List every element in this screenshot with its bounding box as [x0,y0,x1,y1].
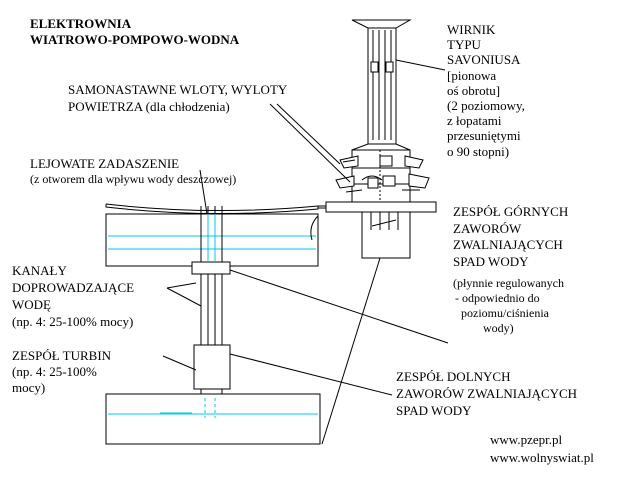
label-savonius-rotor: WIRNIK TYPU SAVONIUSA [pionowa oś obrotu… [447,22,525,159]
upper-valves-note-3: poziomu/ciśnienia [461,306,549,320]
upper-reservoir [105,213,319,267]
savonius-line-2: TYPU [447,37,481,53]
upper-valves-line-3: ZWALNIAJĄCYCH [453,237,563,252]
lower-valves-line-2: ZAWORÓW ZWALNIAJĄCYCH [396,386,578,401]
label-turbines: ZESPÓŁ TURBIN (np. 4: 25-100% mocy) [12,348,111,396]
savonius-rotor [351,19,412,151]
lower-valves-line-3: SPAD WODY [396,403,472,418]
label-funnel-roof: LEJOWATE ZADASZENIE (z otworem dla wpływ… [30,155,236,186]
turbines-line-1: ZESPÓŁ TURBIN [12,348,112,363]
savonius-line-4: [pionowa [447,67,497,83]
label-lower-valves: ZESPÓŁ DOLNYCH ZAWORÓW ZWALNIAJĄCYCH SPA… [396,368,577,419]
lower-valves-line-1: ZESPÓŁ DOLNYCH [396,369,511,384]
supply-channels [191,206,231,345]
lower-reservoir [105,393,321,445]
vents-line-2: POWIETRZA (dla chłodzenia) [68,99,230,114]
upper-valves-note-1: (płynnie regulowanych [453,276,564,290]
funnel-roof [105,203,326,215]
title-line-2: WIATROWO-POMPOWO-WODNA [30,32,240,47]
upper-valves-line-4: SPAD WODY [453,253,529,269]
channels-line-1: KANAŁY [12,263,67,278]
roof-line-1: LEJOWATE ZADASZENIE [30,156,180,171]
savonius-line-5: oś obrotu] [447,82,501,98]
roof-line-2: (z otworem dla wpływu wody deszczowej) [30,172,237,186]
vents-line-1: SAMONASTAWNE WLOTY, WYLOTY [68,82,288,97]
upper-valves-note-4: wody) [483,321,514,335]
turbines-line-3: mocy) [12,380,46,395]
turbines-line-2: (np. 4: 25-100% [12,364,97,379]
upper-valve-block [318,201,437,259]
label-supply-channels: KANAŁY DOPROWADZAJĄCE WODĘ (np. 4: 25-10… [12,262,134,330]
channels-line-2: DOPROWADZAJĄCE [12,280,135,295]
label-upper-valves: ZESPÓŁ GÓRNYCH ZAWORÓW ZWALNIAJĄCYCH SPA… [453,204,568,270]
channels-line-3: WODĘ [12,297,51,312]
label-air-vents: SAMONASTAWNE WLOTY, WYLOTY POWIETRZA (dl… [68,81,287,115]
savonius-line-6: (2 poziomowy, [447,98,525,114]
upper-valves-line-2: ZAWORÓW [453,220,522,236]
url-wolnyswiat[interactable]: www.wolnyswiat.pl [490,450,594,465]
leader-lines [162,59,449,445]
source-urls: www.pzepr.pl www.wolnyswiat.pl [490,431,594,467]
savonius-line-9: o 90 stopni) [447,143,510,159]
upper-valves-line-1: ZESPÓŁ GÓRNYCH [453,204,569,219]
upper-valves-note-2: - odpowiednio do [455,291,540,305]
savonius-line-7: z łopatami [447,113,502,129]
url-pzepr[interactable]: www.pzepr.pl [490,432,563,447]
label-upper-valves-note: (płynnie regulowanych - odpowiednio do p… [453,276,564,336]
channels-note: (np. 4: 25-100% mocy) [12,314,134,329]
diagram-title: ELEKTROWNIA WIATROWO-POMPOWO-WODNA [30,16,239,48]
turbine-block [193,344,231,395]
savonius-line-8: przesuniętymi [447,128,521,144]
savonius-line-3: SAVONIUSA [447,52,521,68]
title-line-1: ELEKTROWNIA [30,16,132,31]
savonius-line-1: WIRNIK [447,22,496,37]
vent-housing [335,149,430,205]
